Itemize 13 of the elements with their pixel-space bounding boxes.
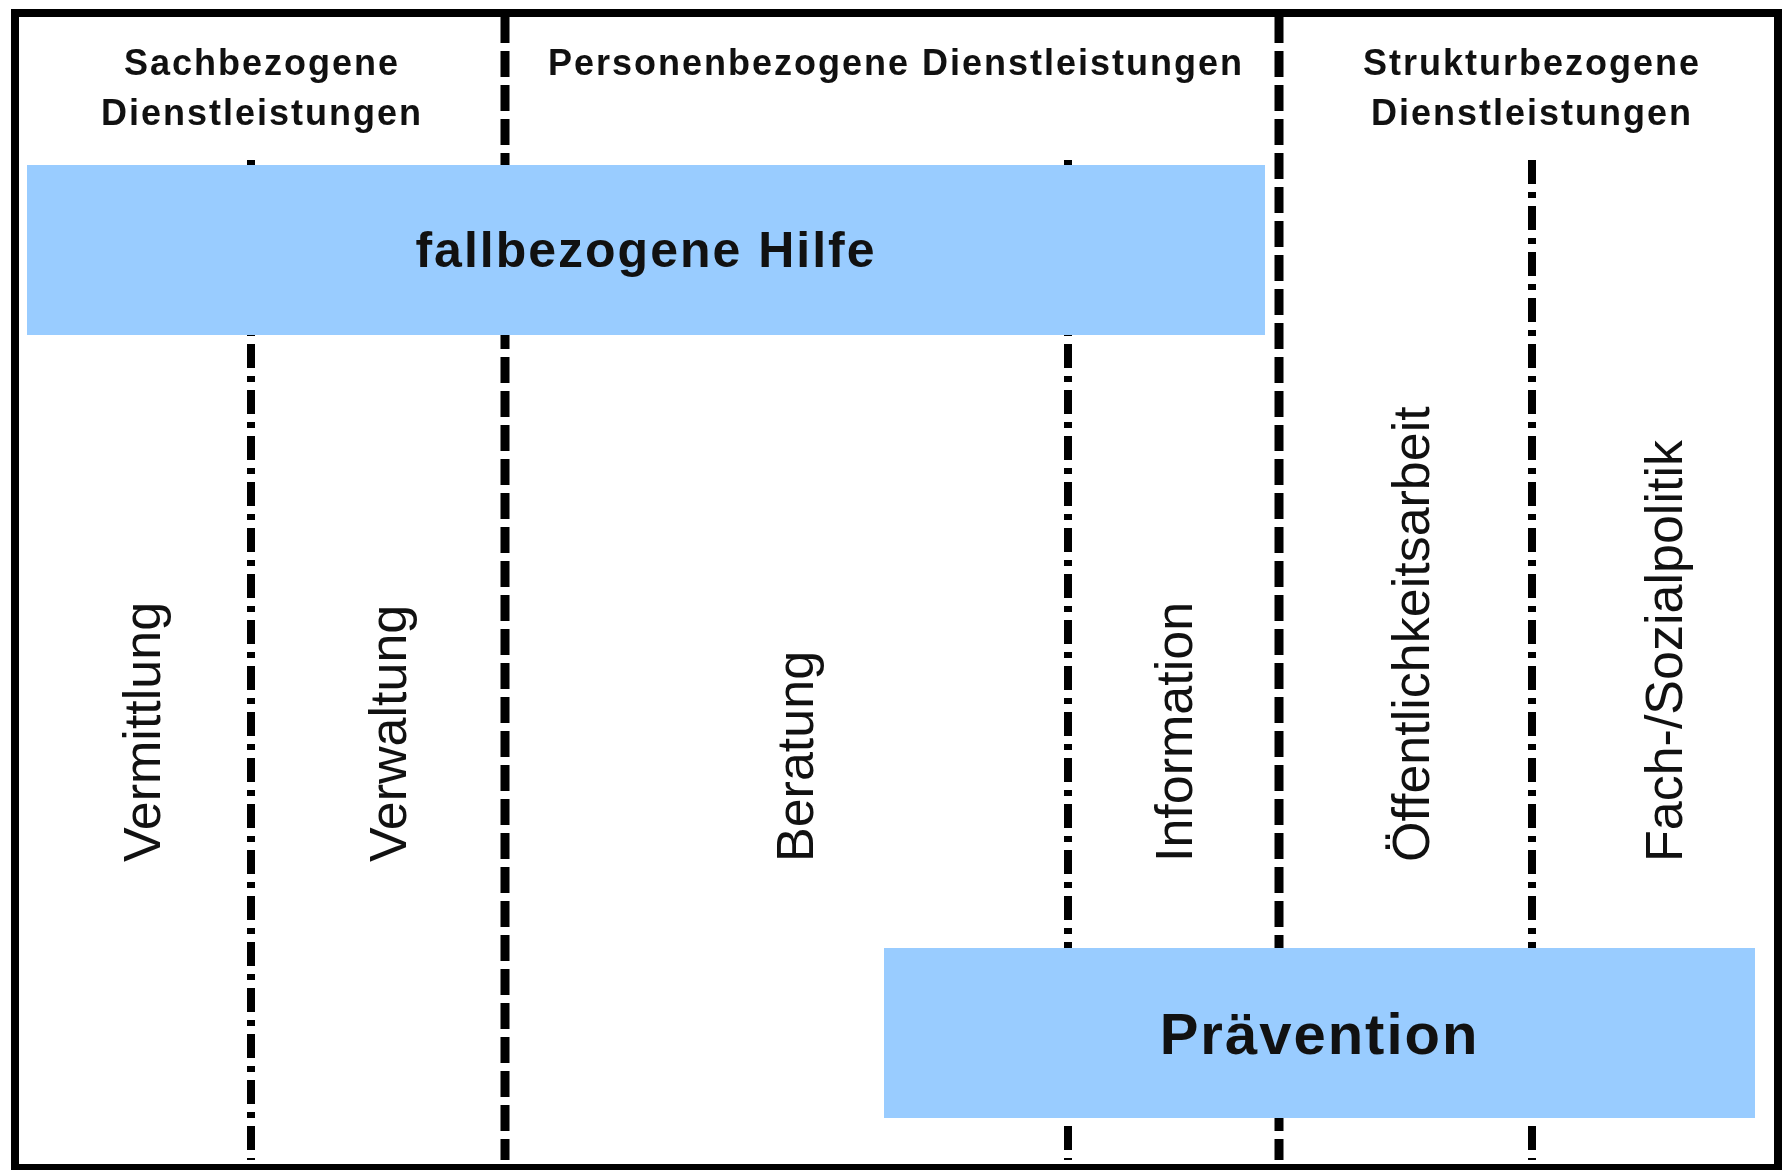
column-label: Öffentlichkeitsarbeit xyxy=(1381,405,1441,862)
column-label: Vermittlung xyxy=(112,600,172,862)
band-label: Prävention xyxy=(1159,999,1480,1067)
column-label: Verwaltung xyxy=(358,603,418,862)
band-label: fallbezogene Hilfe xyxy=(415,221,877,279)
column-label: Fach-/Sozialpolitik xyxy=(1634,439,1694,862)
column-group-heading: Strukturbezogene Dienstleistungen xyxy=(1361,41,1702,135)
column-label: Beratung xyxy=(765,649,825,862)
category-band xyxy=(27,165,1265,335)
column-label: Information xyxy=(1144,600,1204,862)
category-band xyxy=(884,948,1755,1118)
column-group-heading: Sachbezogene Dienstleistungen xyxy=(99,41,424,135)
column-group-heading: Personenbezogene Dienstleistungen xyxy=(546,41,1246,85)
